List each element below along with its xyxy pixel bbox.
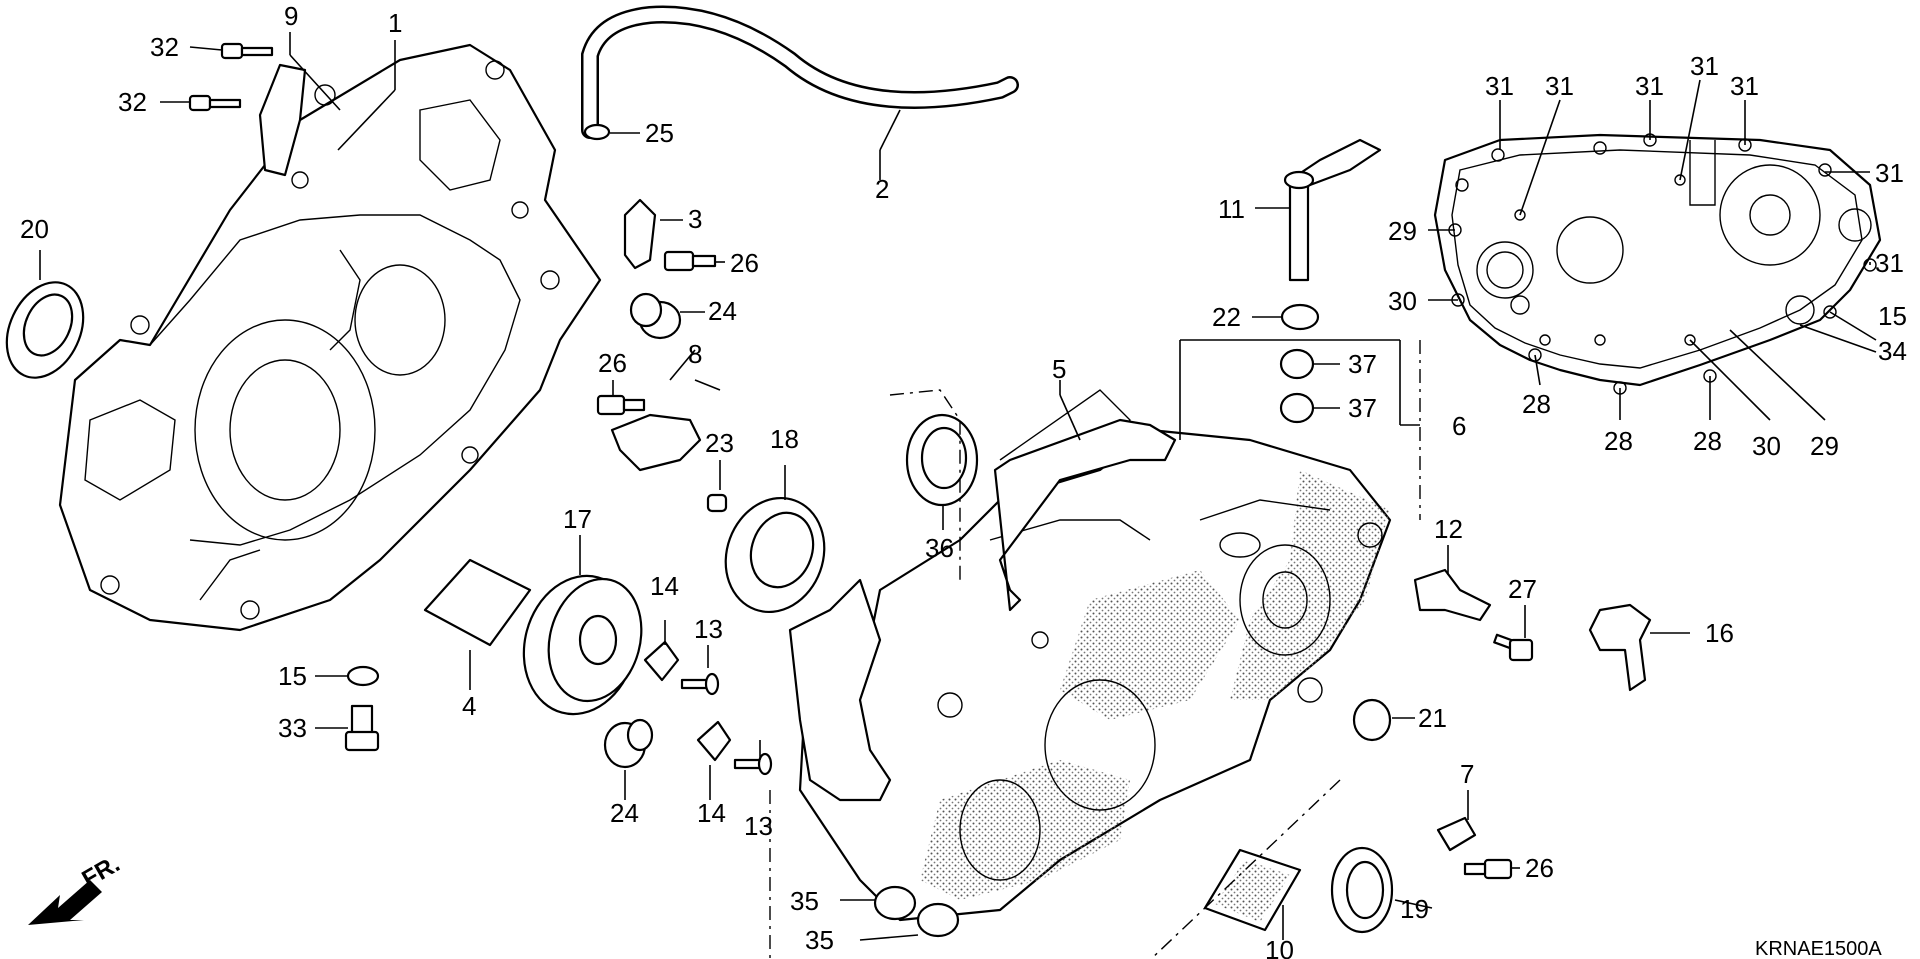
callout-28c: 28 — [1693, 426, 1722, 456]
callout-31e: 31 — [1730, 71, 1759, 101]
bracket-9-drawing — [258, 63, 307, 177]
callout-18: 18 — [770, 424, 799, 454]
callout-31a: 31 — [1485, 71, 1514, 101]
callout-14a: 14 — [650, 571, 679, 601]
bearing-17-drawing — [522, 574, 643, 716]
plate-7-drawing — [1436, 816, 1477, 852]
washer-15-drawing — [346, 665, 380, 687]
callout-33: 33 — [278, 713, 307, 743]
pin-23-drawing — [706, 493, 728, 513]
callout-37a: 37 — [1348, 349, 1377, 379]
callout-28a: 28 — [1522, 389, 1551, 419]
crankcase-cover-gasket-drawing — [1433, 133, 1882, 395]
callout-21: 21 — [1418, 703, 1447, 733]
bearing-36-drawing — [905, 413, 979, 507]
screw-13-drawings — [680, 672, 773, 776]
callout-6: 6 — [1452, 411, 1466, 441]
callout-31g: 31 — [1875, 248, 1904, 278]
callout-35a: 35 — [790, 886, 819, 916]
callout-31b: 31 — [1545, 71, 1574, 101]
bearing-35-drawings — [873, 885, 960, 938]
callout-16: 16 — [1705, 618, 1734, 648]
callout-9: 9 — [284, 1, 298, 31]
callout-37b: 37 — [1348, 393, 1377, 423]
front-direction-arrow-icon — [28, 880, 102, 925]
screen-4-drawing — [423, 558, 532, 647]
callout-5: 5 — [1052, 354, 1066, 384]
clip-25-drawing — [583, 123, 611, 141]
callout-4: 4 — [462, 691, 476, 721]
callout-29a: 29 — [1388, 216, 1417, 246]
callout-29b: 29 — [1810, 431, 1839, 461]
callout-31c: 31 — [1635, 71, 1664, 101]
callout-30b: 30 — [1752, 431, 1781, 461]
callout-36: 36 — [925, 533, 954, 563]
right-crankcase-drawing — [798, 389, 1392, 922]
callout-7: 7 — [1460, 759, 1474, 789]
callout-13a: 13 — [694, 614, 723, 644]
callout-15a: 15 — [278, 661, 307, 691]
callout-22: 22 — [1212, 302, 1241, 332]
gasket-5-drawing — [993, 418, 1177, 612]
seal-21-drawing — [1352, 698, 1392, 742]
bearing-37-drawings — [1279, 348, 1315, 424]
callout-8: 8 — [688, 339, 702, 369]
bolt-26-drawings — [596, 250, 1513, 880]
plate-3-drawing — [623, 198, 657, 270]
callout-11: 11 — [1218, 194, 1245, 224]
callout-15b: 15 — [1878, 301, 1907, 331]
callout-24a: 24 — [708, 296, 737, 326]
callout-20: 20 — [20, 214, 49, 244]
clamp-16-drawing — [1588, 603, 1652, 692]
callout-30a: 30 — [1388, 286, 1417, 316]
collar-24-drawings — [603, 292, 682, 769]
pipe-11-drawing — [1283, 138, 1382, 282]
sensor-8-drawing — [610, 413, 702, 472]
callout-17: 17 — [563, 504, 592, 534]
bolt-27-drawing — [1493, 633, 1534, 662]
bearing-18-drawing — [724, 496, 826, 614]
callout-12: 12 — [1434, 514, 1463, 544]
callout-2: 2 — [875, 174, 889, 204]
callout-24b: 24 — [610, 798, 639, 828]
callout-26b: 26 — [598, 348, 627, 378]
callout-34: 34 — [1878, 336, 1907, 366]
callout-27: 27 — [1508, 574, 1537, 604]
callout-14b: 14 — [697, 798, 726, 828]
bracket-12-drawing — [1413, 568, 1492, 622]
callout-25: 25 — [645, 118, 674, 148]
bolt-33-drawing — [344, 704, 380, 752]
callout-10: 10 — [1265, 935, 1294, 959]
callout-23: 23 — [705, 428, 734, 458]
callout-26c: 26 — [1525, 853, 1554, 883]
leader-lines — [39, 32, 1877, 941]
plate-14-drawings — [643, 640, 732, 762]
left-crankcase-drawing — [58, 43, 602, 632]
callout-32b: 32 — [118, 87, 147, 117]
callout-19: 19 — [1400, 894, 1429, 924]
diagram-code: KRNAE1500A — [1755, 938, 1882, 959]
oil-seal-20-drawing — [5, 281, 85, 379]
callout-1: 1 — [388, 8, 402, 38]
seal-22-drawing — [1280, 303, 1320, 331]
callout-31d: 31 — [1690, 51, 1719, 81]
callout-26a: 26 — [730, 248, 759, 278]
gasket-left-drawing — [788, 578, 892, 802]
callout-3: 3 — [688, 204, 702, 234]
bolt-32-drawings — [188, 42, 274, 112]
callout-32a: 32 — [150, 32, 179, 62]
callout-13b: 13 — [744, 811, 773, 841]
callout-labels: 1 2 3 4 5 6 7 8 9 10 11 12 13 13 14 14 1… — [20, 1, 1907, 959]
assembly-lines — [769, 340, 1421, 959]
seal-19-drawing — [1330, 846, 1394, 934]
callout-28b: 28 — [1604, 426, 1633, 456]
callout-31f: 31 — [1875, 158, 1904, 188]
callout-35b: 35 — [805, 925, 834, 955]
